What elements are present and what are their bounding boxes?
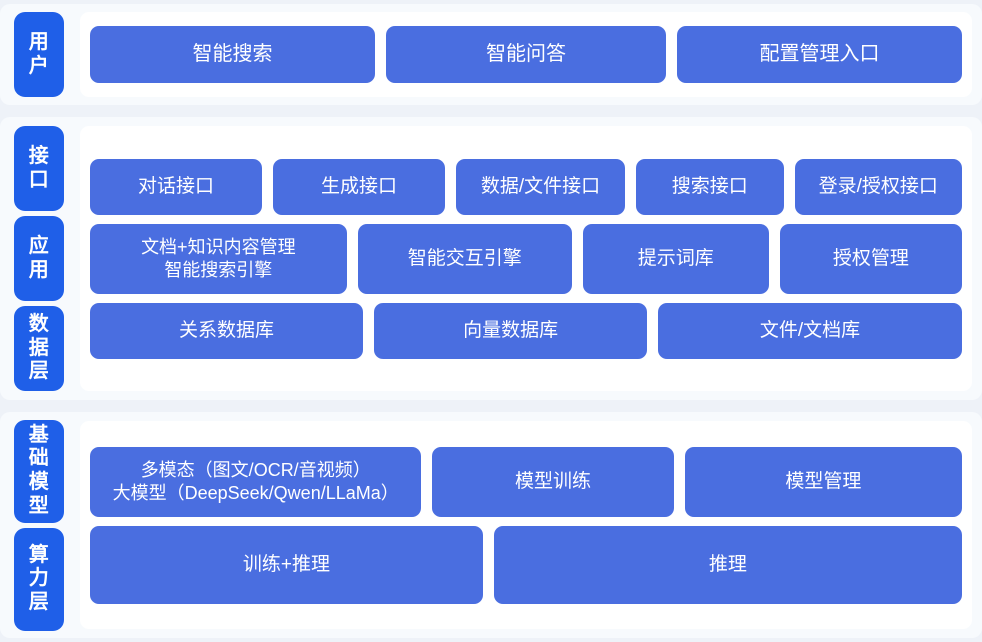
side-tab-interface[interactable]: 接口 xyxy=(14,126,64,211)
section-infrastructure-layer: 基础模型 算力层 多模态（图文/OCR/音视频） 大模型（DeepSeek/Qw… xyxy=(0,412,982,638)
card-model-management[interactable]: 模型管理 xyxy=(684,446,962,517)
section-user-layer: 用户 智能搜索 智能问答 配置管理入口 xyxy=(0,4,982,105)
card-search-api[interactable]: 搜索接口 xyxy=(636,158,784,215)
card-authorization-management[interactable]: 授权管理 xyxy=(779,223,962,294)
card-file-document-store[interactable]: 文件/文档库 xyxy=(658,302,962,359)
card-smart-interaction-engine[interactable]: 智能交互引擎 xyxy=(357,223,572,294)
card-prompt-library[interactable]: 提示词库 xyxy=(582,223,769,294)
tab-column-user-layer: 用户 xyxy=(14,4,64,105)
card-data-file-api[interactable]: 数据/文件接口 xyxy=(456,158,626,215)
card-model-training[interactable]: 模型训练 xyxy=(432,446,674,517)
side-tab-data[interactable]: 数据层 xyxy=(14,306,64,391)
card-vector-database[interactable]: 向量数据库 xyxy=(374,302,648,359)
row-data-stores: 关系数据库 向量数据库 文件/文档库 xyxy=(90,302,962,359)
card-multimodal-large-model[interactable]: 多模态（图文/OCR/音视频） 大模型（DeepSeek/Qwen/LLaMa） xyxy=(90,446,422,517)
side-tab-foundation-model[interactable]: 基础模型 xyxy=(14,419,64,523)
panel-infrastructure-layer: 多模态（图文/OCR/音视频） 大模型（DeepSeek/Qwen/LLaMa）… xyxy=(80,421,972,629)
card-config-management-entry[interactable]: 配置管理入口 xyxy=(676,26,962,83)
side-tab-user[interactable]: 用户 xyxy=(14,12,64,97)
card-generation-api[interactable]: 生成接口 xyxy=(273,158,446,215)
card-document-knowledge-management[interactable]: 文档+知识内容管理 智能搜索引擎 xyxy=(90,223,347,294)
card-relational-database[interactable]: 关系数据库 xyxy=(90,302,364,359)
card-dialog-api[interactable]: 对话接口 xyxy=(90,158,263,215)
card-training-and-inference[interactable]: 训练+推理 xyxy=(90,525,483,604)
card-inference[interactable]: 推理 xyxy=(493,525,962,604)
row-interface-apis: 对话接口 生成接口 数据/文件接口 搜索接口 登录/授权接口 xyxy=(90,158,963,215)
side-tab-application[interactable]: 应用 xyxy=(14,216,64,301)
panel-user-layer: 智能搜索 智能问答 配置管理入口 xyxy=(80,12,972,97)
section-platform-layer: 接口 应用 数据层 对话接口 生成接口 数据/文件接口 搜索接口 登录/授权接口… xyxy=(0,117,982,400)
row-foundation-models: 多模态（图文/OCR/音视频） 大模型（DeepSeek/Qwen/LLaMa）… xyxy=(90,446,962,517)
card-smart-qa[interactable]: 智能问答 xyxy=(386,26,666,83)
row-application-services: 文档+知识内容管理 智能搜索引擎 智能交互引擎 提示词库 授权管理 xyxy=(90,223,962,294)
card-login-auth-api[interactable]: 登录/授权接口 xyxy=(794,158,963,215)
panel-platform-layer: 对话接口 生成接口 数据/文件接口 搜索接口 登录/授权接口 文档+知识内容管理… xyxy=(80,126,972,391)
row-compute-resources: 训练+推理 推理 xyxy=(90,525,962,604)
side-tab-compute[interactable]: 算力层 xyxy=(14,527,64,631)
tab-column-platform-layer: 接口 应用 数据层 xyxy=(14,117,64,400)
card-smart-search[interactable]: 智能搜索 xyxy=(90,26,376,83)
row-user-entries: 智能搜索 智能问答 配置管理入口 xyxy=(90,26,962,83)
tab-column-infrastructure-layer: 基础模型 算力层 xyxy=(14,412,64,638)
